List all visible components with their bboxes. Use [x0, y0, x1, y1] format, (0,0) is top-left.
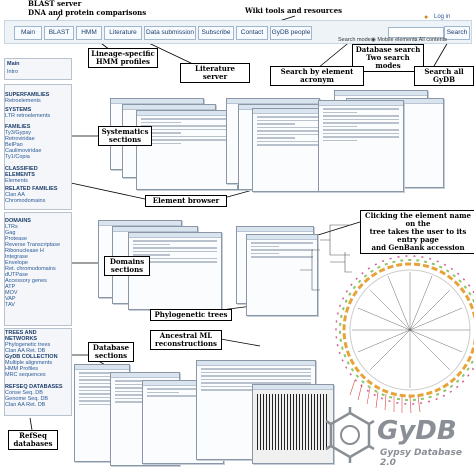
sidebar-item-ty3-gypsy[interactable]: Ty3/Gypsy	[5, 130, 31, 136]
sidebar-heading: FAMILIES	[5, 124, 31, 130]
sidebar-main[interactable]: Main	[7, 61, 20, 67]
tab-subscribe[interactable]: Subscribe	[198, 26, 234, 40]
sidebar-item-clan-aa-ret-db-2[interactable]: Clan AA Ret. DB	[5, 402, 46, 408]
sidebar-main-box: Main Intro	[4, 58, 72, 80]
systematics-screenshot-front	[136, 110, 238, 190]
tab-literature[interactable]: Literature	[104, 26, 142, 40]
sidebar-item-mov[interactable]: MOV	[5, 290, 18, 296]
sidebar-item-accessory-genes[interactable]: Accessory genes	[5, 278, 47, 284]
sidebar-heading: RELATED FAMILIES	[5, 186, 58, 192]
sidebar-item-tav[interactable]: TAV	[5, 302, 15, 308]
sidebar-group-classified: CLASSIFIED ELEMENTS Elements	[5, 166, 67, 184]
sidebar-item-retroviridae[interactable]: Retroviridae	[5, 136, 35, 142]
sequence-logo-screenshot	[252, 384, 334, 464]
sidebar-heading: REFSEQ DATABASES	[5, 384, 63, 390]
sidebar-group-systems: SYSTEMS LTR retroelements	[5, 107, 67, 119]
sidebar-item-envelope[interactable]: Envelope	[5, 260, 28, 266]
sidebar-item-ltrs[interactable]: LTRs	[5, 224, 18, 230]
sidebar-item-ty1-copia[interactable]: Ty1/Copia	[5, 154, 30, 160]
tab-blast[interactable]: BLAST	[44, 26, 74, 40]
sidebar-group-collection: GyDB COLLECTION Multiple alignments HMM …	[5, 354, 67, 378]
tab-data-submission[interactable]: Data submission	[144, 26, 196, 40]
sidebar-item-atp[interactable]: ATP	[5, 284, 16, 290]
search-button[interactable]: Search	[444, 26, 470, 40]
sidebar-group-trees: TREES AND NETWORKS Phylogenetic trees Cl…	[5, 330, 67, 354]
sidebar-item-retroelements[interactable]: Retroelements	[5, 98, 41, 104]
radio-icon: ◉	[371, 37, 376, 43]
sidebar-item-multiple-alignments[interactable]: Multiple alignments	[5, 360, 53, 366]
sidebar-heading: DOMAINS	[5, 218, 31, 224]
wiki-tools-annotation: Wiki tools and resources	[245, 6, 343, 15]
sidebar-item-belpao[interactable]: BelPao	[5, 142, 23, 148]
sidebar-item-vap[interactable]: VAP	[5, 296, 16, 302]
sidebar-item-protease[interactable]: Protease	[5, 236, 28, 242]
sidebar-item-ret-chromodomains[interactable]: Ret. chromodomains	[5, 266, 56, 272]
search-mode-all-radio[interactable]: ○ All contents	[414, 37, 447, 43]
sidebar-heading: GyDB COLLECTION	[5, 354, 58, 360]
element-browser-annotation: Element browser	[145, 195, 227, 207]
sidebar-item-hmm-profiles[interactable]: HMM Profiles	[5, 366, 39, 372]
phylogenetic-trees-annotation: Phylogenetic trees	[150, 309, 232, 321]
search-result-screenshot-front	[318, 100, 404, 192]
dna-protein-annotation: DNA and protein comparisons	[28, 8, 147, 17]
search-input[interactable]	[388, 27, 444, 38]
sidebar-group-families: FAMILIES Ty3/Gypsy Retroviridae BelPao C…	[5, 124, 67, 160]
radio-icon: ○	[414, 37, 418, 43]
blast-server-annotation: BLAST server	[28, 0, 82, 8]
sidebar-item-conse-seq-db[interactable]: Conse Seq. DB	[5, 390, 43, 396]
user-icon: ●	[424, 14, 429, 21]
tree-screenshot-front	[246, 234, 318, 316]
sidebar-item-ribonuclease-h[interactable]: Ribonuclease H	[5, 248, 44, 254]
sidebar-group-superfamilies: SUPERFAMILIES Retroelements	[5, 92, 67, 104]
sidebar-heading: CLASSIFIED ELEMENTS	[5, 166, 38, 178]
sidebar-item-dutpase[interactable]: dUTPase	[5, 272, 28, 278]
sidebar-heading: TREES AND NETWORKS	[5, 330, 38, 342]
sidebar-item-gag[interactable]: Gag	[5, 230, 16, 236]
sidebar-group-domains: DOMAINS LTRs Gag Protease Reverse Transc…	[5, 218, 67, 308]
literature-server-annotation: Literature server	[180, 63, 250, 83]
circular-tree	[335, 255, 474, 414]
alignment-matrix	[257, 394, 329, 450]
search-mode-mobile-radio[interactable]: ◉ Mobile elements	[371, 37, 418, 43]
sidebar-heading: SYSTEMS	[5, 107, 32, 113]
sidebar-item-mrc-sequences[interactable]: MRC sequences	[5, 372, 46, 378]
sidebar-item-reverse-transcriptase[interactable]: Reverse Transcriptase	[5, 242, 61, 248]
sidebar-intro[interactable]: Intro	[7, 69, 19, 75]
sidebar-heading: SUPERFAMILIES	[5, 92, 50, 98]
sidebar-item-phylogenetic-trees[interactable]: Phylogenetic trees	[5, 342, 51, 348]
sidebar-item-clan-aa[interactable]: Clan AA	[5, 192, 25, 198]
sidebar-item-caulimoviridae[interactable]: Caulimoviridae	[5, 148, 42, 154]
login-link[interactable]: Log in	[434, 14, 451, 20]
search-by-acronym-annotation: Search by element acronym	[270, 66, 364, 86]
gydb-logo-text: GyDB	[377, 416, 457, 446]
search-mode-label: Search mode:	[338, 37, 373, 43]
sidebar-item-elements[interactable]: Elements	[5, 178, 28, 184]
sidebar-database-box	[4, 328, 72, 416]
tab-hmm[interactable]: HMM	[76, 26, 102, 40]
sidebar-group-refseq: REFSEQ DATABASES Conse Seq. DB Genome Se…	[5, 384, 67, 408]
tab-main[interactable]: Main	[14, 26, 42, 40]
sidebar-group-related: RELATED FAMILIES Clan AA Chromodomains	[5, 186, 67, 204]
sidebar-domains-box	[4, 212, 72, 326]
tab-contact[interactable]: Contact	[236, 26, 268, 40]
gydb-subtitle: Gypsy Database 2.0	[380, 448, 462, 468]
sidebar-item-ltr-retroelements[interactable]: LTR retroelements	[5, 113, 51, 119]
sidebar-item-genome-seq-db[interactable]: Genome Seq. DB	[5, 396, 49, 402]
tab-gydb-people[interactable]: GyDB people	[270, 26, 312, 40]
sidebar-item-clan-aa-ret-db[interactable]: Clan AA Ret. DB	[5, 348, 46, 354]
sidebar-item-integrase[interactable]: Integrase	[5, 254, 28, 260]
sidebar-item-chromodomains[interactable]: Chromodomains	[5, 198, 46, 204]
sidebar-systematics-box	[4, 84, 72, 210]
